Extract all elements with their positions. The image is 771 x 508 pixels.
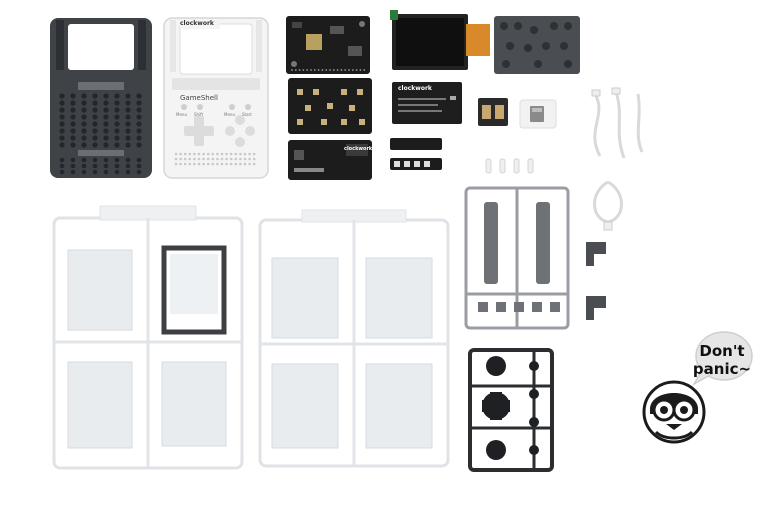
white-front-shell: clockwork GameShell Menu Shift Menu Star… [162, 16, 270, 180]
ribbon-cables [586, 86, 650, 166]
lcd-screen-module [388, 10, 492, 72]
speaker-module [478, 98, 508, 126]
trigger-strip-1 [390, 138, 442, 150]
device-name-label: GameShell [180, 94, 218, 102]
black-sprue-controls [466, 346, 556, 474]
front-button-label-right-2: Start [242, 112, 252, 117]
main-board-module [286, 16, 370, 74]
battery-pack: clockwork [392, 82, 462, 124]
white-pegs [484, 155, 536, 177]
microsd-card-pack [518, 98, 558, 130]
io-board-brand-label: clockwork [344, 146, 373, 152]
keypad-pcb [288, 78, 372, 134]
front-button-label-left-1: Menu [176, 112, 187, 117]
trigger-strip-2 [390, 158, 442, 170]
battery-brand-label: clockwork [398, 85, 432, 92]
coiled-cable [586, 178, 632, 234]
io-board: clockwork [288, 140, 372, 180]
clear-sprue-left [50, 202, 246, 472]
shell-brand-label: clockwork [180, 20, 214, 27]
dark-back-shell [48, 16, 154, 180]
penguin-goggles-icon [640, 378, 708, 446]
speech-line-2: panic~ [692, 360, 752, 378]
front-button-label-left-2: Shift [194, 112, 204, 117]
grey-sprue-buttons [462, 184, 572, 332]
clear-sprue-middle [256, 208, 452, 470]
dark-clips [582, 238, 614, 324]
front-button-label-right-1: Menu [224, 112, 235, 117]
dark-keypad-plate [494, 16, 580, 74]
speech-bubble-icon: Don't panic~ [690, 330, 754, 386]
speech-line-1: Don't [699, 342, 745, 360]
